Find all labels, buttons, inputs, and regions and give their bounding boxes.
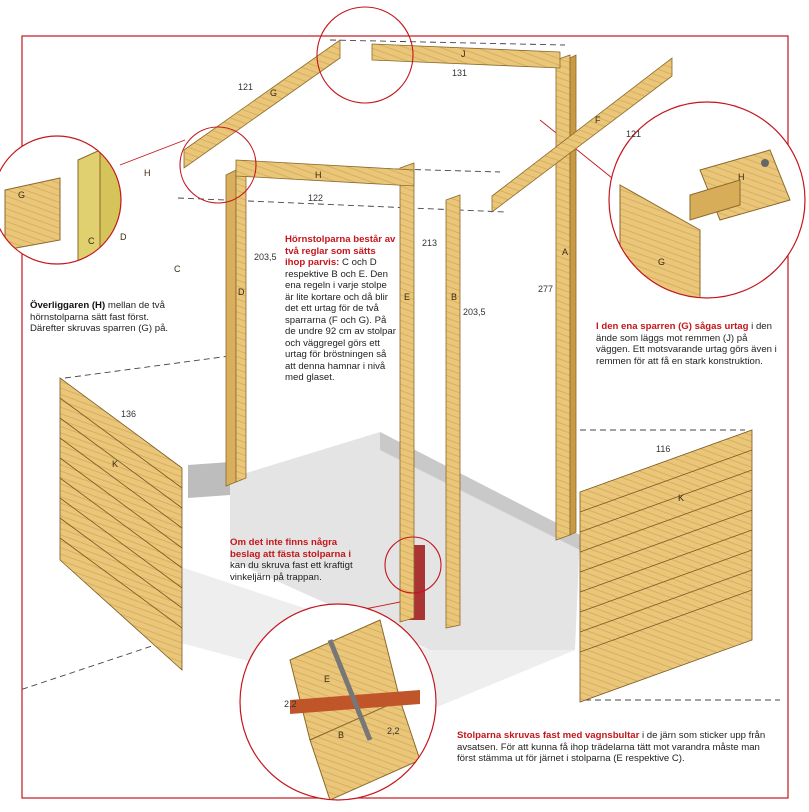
- beam-f: [491, 57, 673, 213]
- dim-gap2: 2,2: [387, 726, 400, 736]
- note-sparren: I den ena sparren (G) sågas urtag i den …: [596, 321, 782, 367]
- note-sparren-lead: I den ena sparren (G) sågas urtag: [596, 321, 749, 332]
- note-vagnsbultar-body: i de järn som sticker upp från avsatsen.…: [457, 730, 766, 764]
- note-hornstolparna: Hörnstolparna består av två reglar som s…: [285, 234, 397, 384]
- note-overliggaren: Överliggaren (H) mellan de två hörnstolp…: [30, 300, 170, 335]
- circle1-label-c: C: [88, 236, 95, 246]
- label-d: D: [238, 287, 245, 297]
- post-d: [235, 162, 247, 483]
- detail-circle-vagnsbultar: [239, 603, 437, 801]
- post-a: [555, 54, 571, 541]
- post-e: [399, 162, 415, 623]
- dim-g: 121: [238, 82, 253, 92]
- panel-k-right: [579, 429, 753, 703]
- beam-j: [371, 43, 561, 69]
- label-h: H: [315, 170, 322, 180]
- circle3-label-e: E: [324, 674, 330, 684]
- post-c: [225, 169, 237, 487]
- circle1-label-g: G: [18, 190, 25, 200]
- detail-circle-overliggaren: [0, 135, 122, 265]
- dim-d: 203,5: [254, 252, 277, 262]
- note-beslag-lead: Om det inte finns några beslag att fästa…: [230, 537, 352, 560]
- dim-gap1: 2,2: [284, 699, 297, 709]
- note-hornstolparna-lead: Hörnstolparna består av två reglar som s…: [285, 234, 396, 268]
- panel-k-left: [59, 377, 183, 671]
- dim-h: 122: [308, 193, 323, 203]
- label-f: F: [595, 115, 601, 125]
- dim-f: 121: [626, 129, 641, 139]
- dim-b: 203,5: [463, 307, 486, 317]
- label-g: G: [270, 88, 277, 98]
- detail-marker-gj: [316, 6, 414, 104]
- beam-h: [235, 159, 415, 187]
- circle2-label-h: H: [738, 172, 745, 182]
- posts: [225, 54, 577, 629]
- dim-k-left: 136: [121, 409, 136, 419]
- note-vagnsbultar-lead: Stolparna skruvas fast med vagnsbultar: [457, 730, 640, 741]
- note-hornstolparna-body: C och D respektive B och E. Den ena rege…: [285, 257, 396, 383]
- dim-j: 131: [452, 68, 467, 78]
- part-labels: A B C D E F G H J K K G H C D G H E B: [18, 49, 745, 740]
- label-k-right: K: [678, 493, 684, 503]
- note-beslag-body: kan du skruva fast ett kraftigt vinkeljä…: [230, 560, 353, 583]
- note-beslag: Om det inte finns några beslag att fästa…: [230, 537, 358, 583]
- note-overliggaren-body: mellan de två hörnstolparna sätt fast fö…: [30, 300, 169, 334]
- label-k-left: K: [112, 459, 118, 469]
- red-frame: [21, 35, 789, 799]
- dim-k-right: 116: [656, 444, 670, 454]
- label-j: J: [461, 49, 466, 59]
- detail-marker-gh: [179, 126, 257, 204]
- label-e: E: [404, 292, 410, 302]
- dim-a: 277: [538, 284, 553, 294]
- detail-marker-base: [384, 536, 442, 594]
- beams: [183, 39, 673, 213]
- dim-e: 213: [422, 238, 437, 248]
- circle3-label-b: B: [338, 730, 344, 740]
- note-sparren-body: i den ände som läggs mot remmen (J) på v…: [596, 321, 777, 367]
- circle2-label-g: G: [658, 257, 665, 267]
- note-overliggaren-lead: Överliggaren (H): [30, 300, 106, 311]
- post-b: [445, 194, 461, 629]
- circle1-label-h: H: [144, 168, 151, 178]
- label-c: C: [174, 264, 181, 274]
- label-b: B: [451, 292, 457, 302]
- dimension-labels: 121 121 131 122 203,5 213 203,5 277 136 …: [121, 68, 670, 736]
- note-vagnsbultar: Stolparna skruvas fast med vagnsbultar i…: [457, 730, 781, 765]
- label-a: A: [562, 247, 568, 257]
- beam-g: [183, 39, 341, 169]
- circle1-label-d: D: [120, 232, 127, 242]
